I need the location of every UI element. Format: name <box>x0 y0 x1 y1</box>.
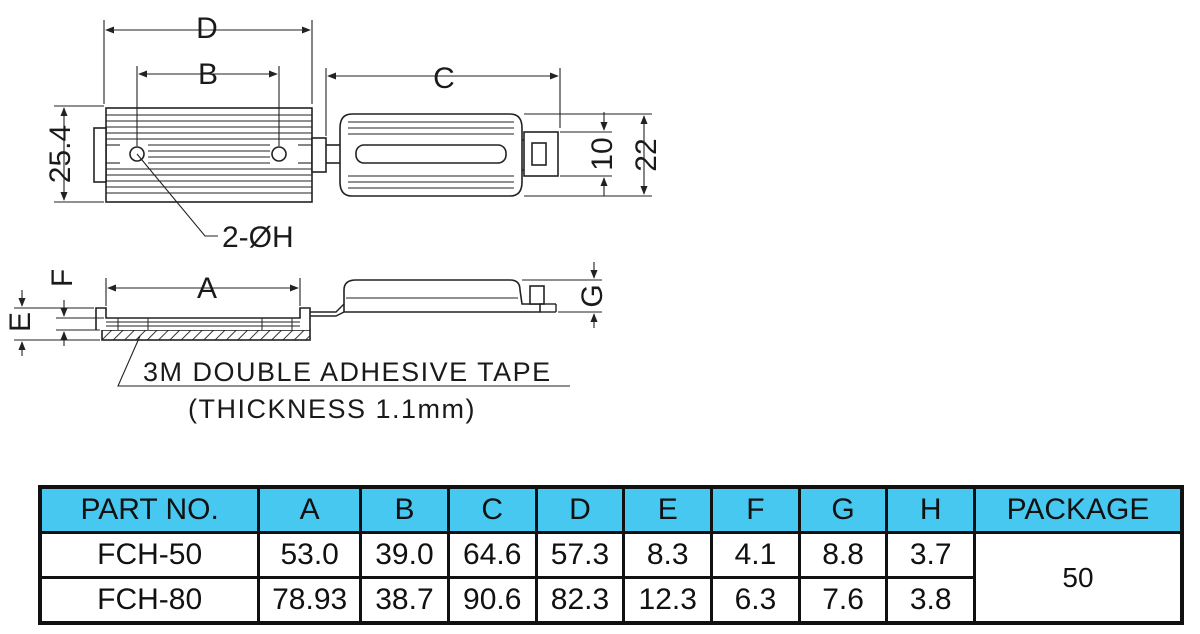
cell-f: 6.3 <box>710 576 801 625</box>
cell-package: 50 <box>973 531 1184 625</box>
dim-label-e: E <box>4 312 37 332</box>
dim-label-22: 22 <box>630 138 663 171</box>
dim-label-d: D <box>196 12 218 45</box>
hole-label: 2-ØH <box>222 221 294 254</box>
header-b: B <box>359 485 450 534</box>
cell-a: 53.0 <box>257 531 363 579</box>
side-view <box>14 262 602 387</box>
cell-g: 8.8 <box>797 531 889 579</box>
tape-note: 3M DOUBLE ADHESIVE TAPE <box>143 357 552 387</box>
dim-label-g: G <box>576 284 609 307</box>
cell-a: 78.93 <box>257 576 363 625</box>
header-part-no: PART NO. <box>38 485 261 534</box>
table-row: FCH-80 78.93 38.7 90.6 82.3 12.3 6.3 7.6… <box>38 576 1182 625</box>
cell-c: 90.6 <box>446 576 538 625</box>
cell-part-no: FCH-50 <box>38 531 261 579</box>
cell-e: 12.3 <box>622 576 714 625</box>
table-header-row: PART NO. A B C D E F G H PACKAGE <box>38 485 1184 534</box>
cell-d: 82.3 <box>534 576 626 625</box>
cell-part-no: FCH-80 <box>38 576 261 625</box>
spec-table: PART NO. A B C D E F G H PACKAGE FCH-50 … <box>38 485 1184 625</box>
adhesive-tape <box>101 329 311 341</box>
cell-c: 64.6 <box>446 531 538 579</box>
mount-hole-right <box>271 146 287 162</box>
tape-thickness-note: (THICKNESS 1.1mm) <box>188 394 476 424</box>
cell-d: 57.3 <box>534 531 626 579</box>
dim-label-b: B <box>198 58 218 91</box>
header-h: H <box>885 485 976 534</box>
cell-f: 4.1 <box>710 531 801 579</box>
cell-h: 3.7 <box>885 531 976 579</box>
header-f: F <box>710 485 801 534</box>
clamp-ribs <box>348 121 514 189</box>
dim-label-a: A <box>197 272 217 305</box>
header-package: PACKAGE <box>973 485 1184 534</box>
cell-b: 38.7 <box>359 576 450 625</box>
header-a: A <box>257 485 363 534</box>
header-c: C <box>446 485 538 534</box>
dim-label-10: 10 <box>586 137 619 170</box>
technical-drawing: D B C 25.4 10 22 2-ØH <box>4 12 663 424</box>
cell-e: 8.3 <box>622 531 714 579</box>
body-fins <box>106 114 312 194</box>
dim-label-25-4: 25.4 <box>44 125 77 183</box>
cell-h: 3.8 <box>885 576 976 625</box>
cell-b: 39.0 <box>359 531 450 579</box>
clamp-side <box>343 279 541 313</box>
table-row: FCH-50 53.0 39.0 64.6 57.3 8.3 4.1 8.8 3… <box>38 531 1184 625</box>
header-e: E <box>622 485 714 534</box>
dim-label-f: F <box>46 269 79 287</box>
header-d: D <box>534 485 626 534</box>
cell-g: 7.6 <box>797 576 889 625</box>
dim-label-c: C <box>433 62 455 95</box>
top-view <box>54 20 652 237</box>
header-g: G <box>797 485 889 534</box>
